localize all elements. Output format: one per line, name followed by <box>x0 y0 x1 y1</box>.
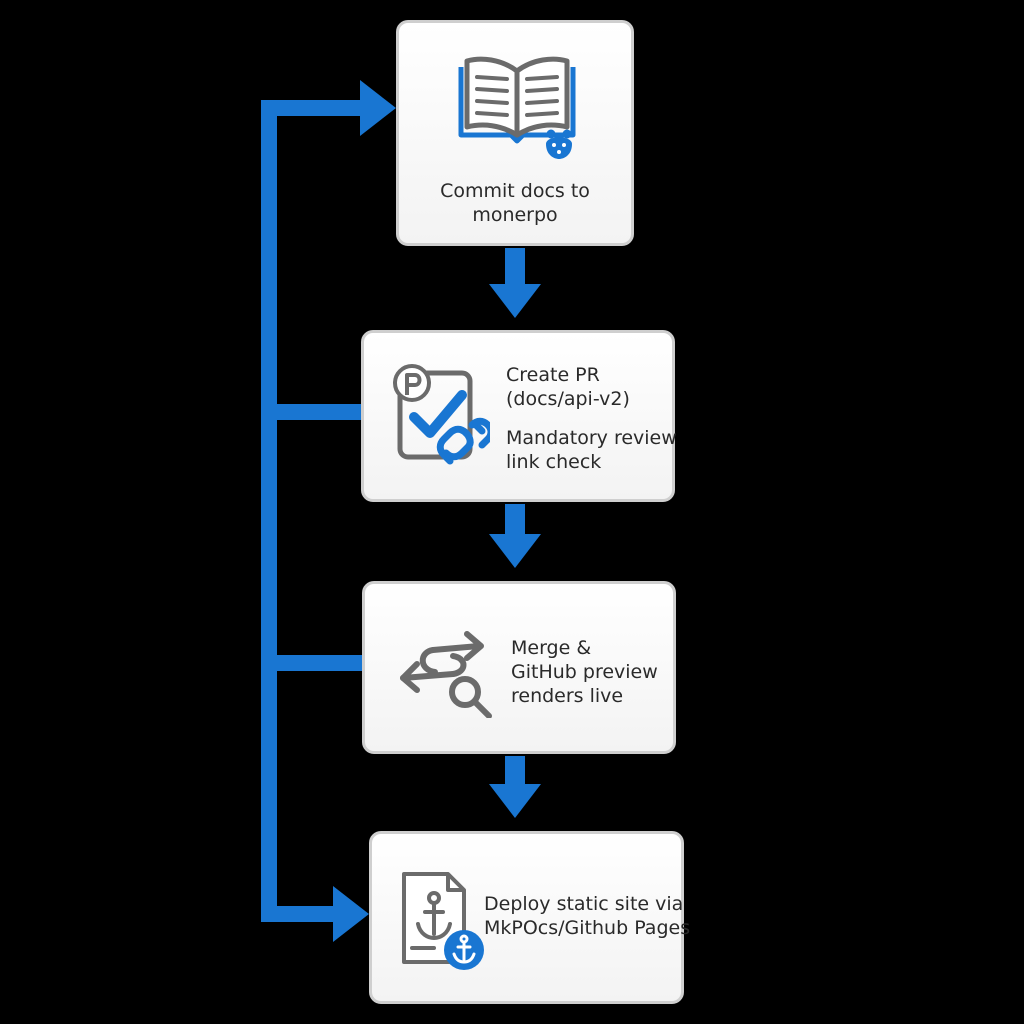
step-deploy-site: Deploy static site via MkPOcs/Github Pag… <box>369 831 690 1004</box>
step-detail: Mandatory review link check <box>506 426 677 474</box>
down-arrow-3-head <box>489 784 541 818</box>
down-arrow-1-shaft <box>505 248 525 286</box>
step-create-pr: Create PR (docs/api-v2) Mandatory review… <box>361 330 677 502</box>
chain-link-icon <box>436 417 490 465</box>
arrows-search-icon <box>397 628 497 718</box>
step-label: Deploy static site via MkPOcs/Github Pag… <box>484 892 690 940</box>
down-arrow-2-shaft <box>505 504 525 536</box>
step-title-line: (docs/api-v2) <box>506 388 630 410</box>
step-label-line: MkPOcs/Github Pages <box>484 917 691 939</box>
anchor-badge-icon <box>444 930 484 970</box>
step-label-line: Deploy static site via <box>484 893 684 915</box>
step-label: Commit docs to monerpo <box>399 179 631 227</box>
step-commit-docs: Commit docs to monerpo <box>396 20 634 246</box>
step-label-line: Merge & <box>511 637 592 659</box>
down-arrow-2-head <box>489 534 541 568</box>
step-detail-line: Mandatory review <box>506 427 677 449</box>
step-label-line: Commit docs to <box>440 180 590 202</box>
step-detail-line: link check <box>506 451 602 473</box>
down-arrow-3-shaft <box>505 756 525 786</box>
step-label: Merge & GitHub preview renders live <box>511 636 658 708</box>
down-arrow-1-head <box>489 284 541 318</box>
bear-icon <box>546 129 572 159</box>
arrow-into-step-1 <box>360 80 396 136</box>
document-anchor-icon <box>398 868 488 974</box>
step-label-line: GitHub preview <box>511 661 658 683</box>
step-label-line: monerpo <box>472 204 558 226</box>
step-label-line: renders live <box>511 685 624 707</box>
arrow-into-step-4 <box>333 886 369 942</box>
checkbox-link-icon <box>390 361 490 471</box>
step-merge-preview: Merge & GitHub preview renders live <box>362 581 676 754</box>
open-book-bear-icon <box>453 49 583 159</box>
step-title: Create PR (docs/api-v2) <box>506 363 630 411</box>
step-title-line: Create PR <box>506 364 600 386</box>
